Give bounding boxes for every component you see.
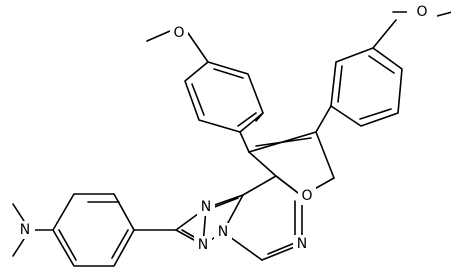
methoxy-right-group [372,11,451,49]
phenyl-ring-right-anisyl [315,47,403,133]
methoxy-left-group [146,30,209,63]
atom-label-o-methoxy-left: O [173,25,184,41]
atom-label-o-furan: O [301,188,312,204]
atom-label-o-methoxy-right: O [416,4,427,20]
atom-label-n-triazole-bottom-left: N [198,237,208,253]
atom-label-n-triazole-bridge: N [218,224,228,240]
atom-label-n-pyrimidine: N [297,236,307,252]
fused-heterocycle-core [222,175,303,261]
atom-label-n-dimethyl: N [20,222,30,238]
atom-label-n-triazole-top: N [201,199,211,215]
furan-ring [248,131,335,197]
phenyl-ring-dimethylamino [12,193,177,267]
phenyl-ring-left-anisyl [184,61,264,153]
